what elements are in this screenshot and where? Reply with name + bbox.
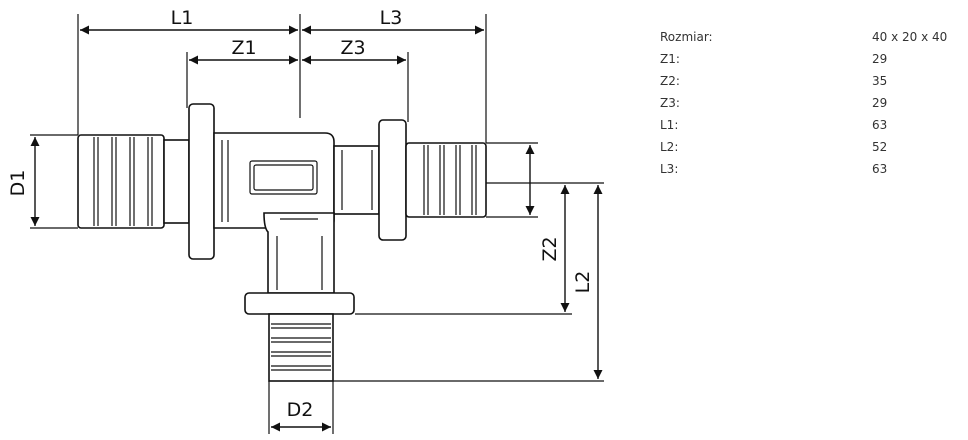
spec-label: Z2:: [660, 74, 680, 88]
spec-label: L2:: [660, 140, 679, 154]
label-d1: D1: [7, 170, 29, 197]
spec-value: 29: [872, 52, 888, 66]
tee-fitting-drawing: L1 L3 Z1 Z3 D1 Z2 L2 D2: [7, 7, 604, 434]
label-l1: L1: [171, 7, 194, 29]
spec-label: L1:: [660, 118, 679, 132]
spec-value: 29: [872, 96, 888, 110]
spec-row-size: Rozmiar: 40 x 20 x 40: [660, 26, 960, 48]
spec-row-l2: L2: 52: [660, 136, 960, 158]
spec-value: 52: [872, 140, 888, 154]
spec-label: Z3:: [660, 96, 680, 110]
spec-row-l1: L1: 63: [660, 114, 960, 136]
spec-label: Z1:: [660, 52, 680, 66]
spec-label: Rozmiar:: [660, 30, 713, 44]
spec-row-z1: Z1: 29: [660, 48, 960, 70]
fitting-body: [77, 103, 487, 382]
label-d2: D2: [287, 399, 314, 421]
spec-row-l3: L3: 63: [660, 158, 960, 180]
spec-table: Rozmiar: 40 x 20 x 40 Z1: 29 Z2: 35 Z3: …: [660, 26, 960, 180]
label-z1: Z1: [231, 37, 256, 59]
spec-value: 35: [872, 74, 888, 88]
spec-value: 63: [872, 118, 888, 132]
spec-value: 40 x 20 x 40: [872, 30, 948, 44]
label-z3: Z3: [340, 37, 365, 59]
spec-value: 63: [872, 162, 888, 176]
spec-row-z2: Z2: 35: [660, 70, 960, 92]
spec-row-z3: Z3: 29: [660, 92, 960, 114]
spec-label: L3:: [660, 162, 679, 176]
label-z2: Z2: [539, 236, 561, 261]
label-l2: L2: [572, 271, 594, 294]
label-l3: L3: [380, 7, 403, 29]
